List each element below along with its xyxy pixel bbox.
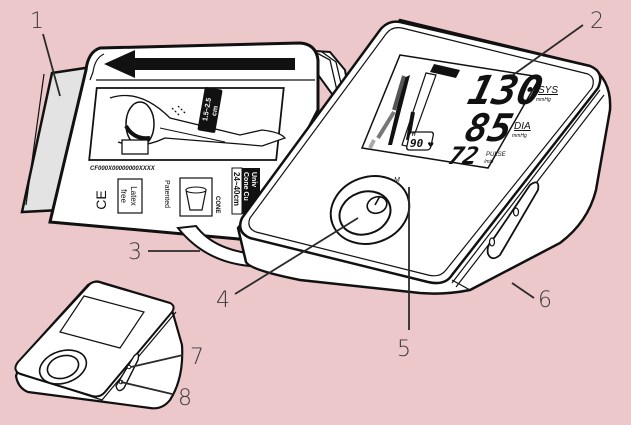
memory-indicator xyxy=(406,131,435,151)
latex-free-label: Latex free xyxy=(117,178,143,214)
callout-5: 5 xyxy=(397,337,411,362)
cuff: 1.5~2.5 cm CF000X00000000XXXX CE Latex f… xyxy=(20,41,352,242)
callout-line-2 xyxy=(512,24,584,76)
ac-adapter-port xyxy=(126,364,132,370)
dia-reading: 85 xyxy=(460,107,517,151)
small-unit-side-view xyxy=(14,280,184,410)
cuff-distance-badge: 1.5~2.5 cm xyxy=(197,87,223,133)
univ-text: Univ xyxy=(250,172,257,187)
callout-lines xyxy=(42,24,584,395)
cone-cuff-text: Cone Cu xyxy=(242,172,249,201)
cone-word: CONE xyxy=(214,196,220,213)
dia-label: DIA xyxy=(514,121,531,132)
sys-unit: mmHg xyxy=(536,97,551,103)
heart-icon: ♥ xyxy=(428,141,434,151)
cuff-distance-unit: cm xyxy=(211,105,220,116)
cone-cuff-icon: CONE xyxy=(179,177,220,217)
callout-1: 1 xyxy=(30,9,44,34)
latex-text-1: Latex xyxy=(129,186,138,206)
callout-4: 4 xyxy=(216,288,230,313)
sys-label: SYS xyxy=(538,85,558,96)
callout-line-7 xyxy=(130,354,184,368)
cuff-serial: CF000X00000000XXXX xyxy=(90,166,156,172)
lcd-display: M 90 130 85 ♥ 72 SYS mmHg DIA mmHg PULSE… xyxy=(360,54,558,170)
dia-unit: mmHg xyxy=(512,133,527,139)
small-unit-button-inner xyxy=(46,354,80,380)
side-port-panel xyxy=(486,181,540,260)
ce-mark: CE xyxy=(93,190,109,209)
memory-indicator-label: M xyxy=(411,131,416,138)
direction-arrow-icon xyxy=(104,50,295,78)
main-unit: M 90 130 85 ♥ 72 SYS mmHg DIA mmHg PULSE… xyxy=(236,18,612,295)
power-icon xyxy=(366,195,388,215)
callout-line-6 xyxy=(511,282,535,299)
arm-with-cuff-drawing xyxy=(109,94,287,155)
callout-2: 2 xyxy=(590,9,604,34)
cuff-distance-text: 1.5~2.5 xyxy=(202,97,213,122)
patented-label: Patented xyxy=(163,180,170,208)
callout-line-8 xyxy=(120,381,173,395)
callout-3: 3 xyxy=(128,240,142,265)
side-port-b xyxy=(488,237,496,247)
latex-text-2: free xyxy=(119,189,128,203)
callout-8: 8 xyxy=(178,386,192,411)
start-stop-button[interactable] xyxy=(333,184,396,241)
settings-icon xyxy=(430,64,460,78)
cuff-range-text: 24~40cm xyxy=(232,172,241,206)
pulse-unit: /min xyxy=(483,159,494,165)
side-port-a xyxy=(512,207,520,217)
pulse-label: PULSE xyxy=(486,152,507,158)
memory-button-label: M xyxy=(394,177,400,184)
callout-line-1 xyxy=(42,33,61,97)
callout-line-4 xyxy=(234,217,359,295)
small-unit-display xyxy=(59,295,145,349)
memory-indicator-number: 90 xyxy=(410,137,424,150)
pulse-reading: 72 xyxy=(446,141,482,170)
callout-6: 6 xyxy=(538,288,552,313)
callout-7: 7 xyxy=(190,345,204,370)
sys-reading: 130 xyxy=(464,67,548,114)
